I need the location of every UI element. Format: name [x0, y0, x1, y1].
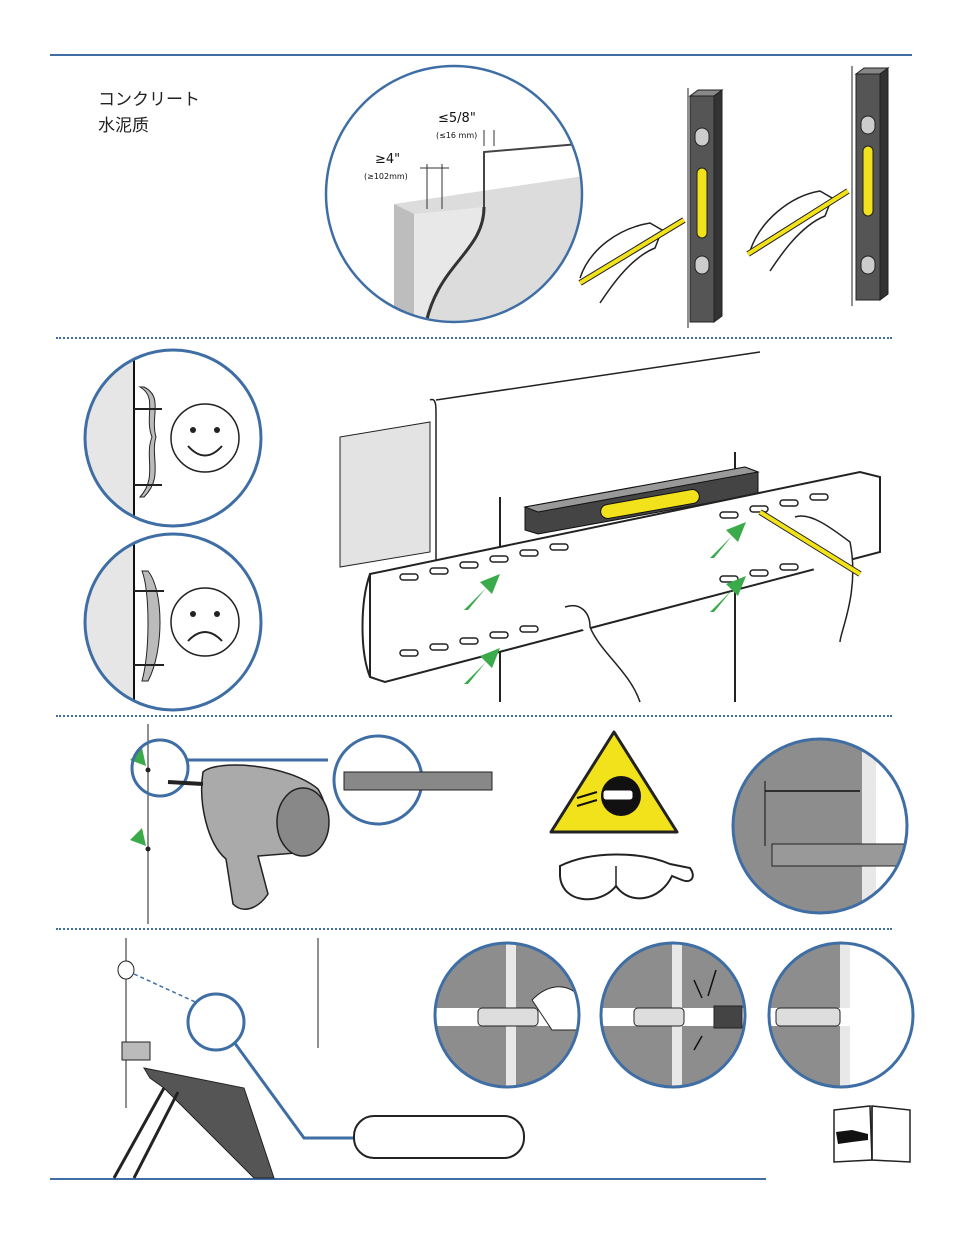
bottom-rule — [50, 1178, 766, 1180]
level-marking-illustration-2 — [740, 66, 900, 306]
anchor-detail-2 — [598, 940, 748, 1090]
correct-mount-detail — [82, 347, 264, 529]
safety-goggles-icon — [550, 846, 700, 916]
top-rule — [50, 54, 912, 56]
min-depth-mm-label: (≥102mm) — [364, 172, 408, 181]
green-arrow-icon — [462, 572, 502, 612]
drill-depth-detail — [730, 736, 910, 916]
smiley-face-icon — [171, 404, 239, 472]
separator-1 — [56, 337, 892, 339]
green-arrow-icon — [708, 520, 748, 560]
incorrect-mount-detail — [82, 531, 264, 713]
frown-face-icon — [171, 588, 239, 656]
min-depth-label: ≥4" — [375, 152, 400, 167]
max-thickness-mm-label: (≤16 mm) — [436, 131, 477, 140]
max-thickness-label: ≤5/8" — [438, 111, 476, 126]
green-arrow-icon — [708, 574, 748, 614]
drilling-illustration — [108, 724, 498, 924]
anchor-detail-1 — [432, 940, 582, 1090]
level-marking-illustration-1 — [570, 88, 730, 328]
separator-2 — [56, 715, 892, 717]
material-label-ja: コンクリート — [98, 89, 200, 111]
material-label-zh: 水泥质 — [98, 115, 149, 137]
green-arrow-icon — [462, 646, 502, 686]
eye-protection-warning-icon — [547, 728, 681, 836]
separator-3 — [56, 928, 892, 930]
wall-depth-detail — [324, 64, 584, 334]
anchor-detail-3 — [766, 940, 916, 1090]
manual-reference-icon — [832, 1104, 912, 1164]
